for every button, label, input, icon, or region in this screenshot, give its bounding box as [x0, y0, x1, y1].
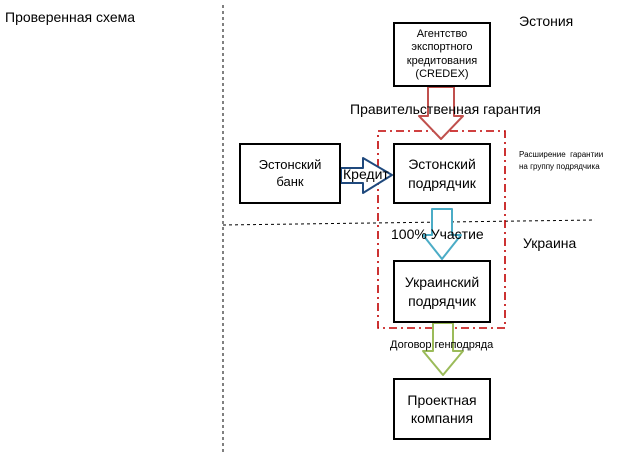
participation-arrow	[422, 208, 462, 260]
project-company-box: Проектная компания	[393, 378, 491, 440]
ukrainian-contractor-box: Украинский подрядчик	[393, 260, 491, 323]
credit-arrow	[340, 157, 393, 194]
estonian-bank-box: Эстонский банк	[239, 143, 341, 204]
region-label-estonia: Эстония	[519, 13, 574, 29]
guarantee-arrow	[418, 86, 464, 140]
diagram-title: Проверенная схема	[5, 9, 136, 25]
project-company-label: Проектная компания	[407, 391, 477, 426]
estonian-contractor-box: Эстонский подрядчик	[393, 143, 491, 204]
estonian-bank-label: Эстонский банк	[258, 156, 322, 189]
participation-label: 100% Участие	[391, 226, 484, 242]
government-guarantee-label: Правительственная гарантия	[350, 101, 541, 117]
agency-label: Агентство экспортного кредитования (CRED…	[406, 28, 478, 80]
general-contract-label: Договор генподряда	[390, 339, 494, 351]
ukrainian-contractor-label: Украинский подрядчик	[404, 274, 480, 309]
guarantee-extension-label: Расширение гарантии на группу подрядчика	[519, 150, 604, 171]
agency-box: Агентство экспортного кредитования (CRED…	[393, 22, 491, 87]
estonian-contractor-label: Эстонский подрядчик	[408, 156, 476, 191]
general-contract-arrow	[422, 322, 464, 376]
region-label-ukraine: Украина	[523, 235, 577, 251]
credit-label: Кредит	[343, 166, 389, 182]
horizontal-separator	[222, 219, 596, 226]
